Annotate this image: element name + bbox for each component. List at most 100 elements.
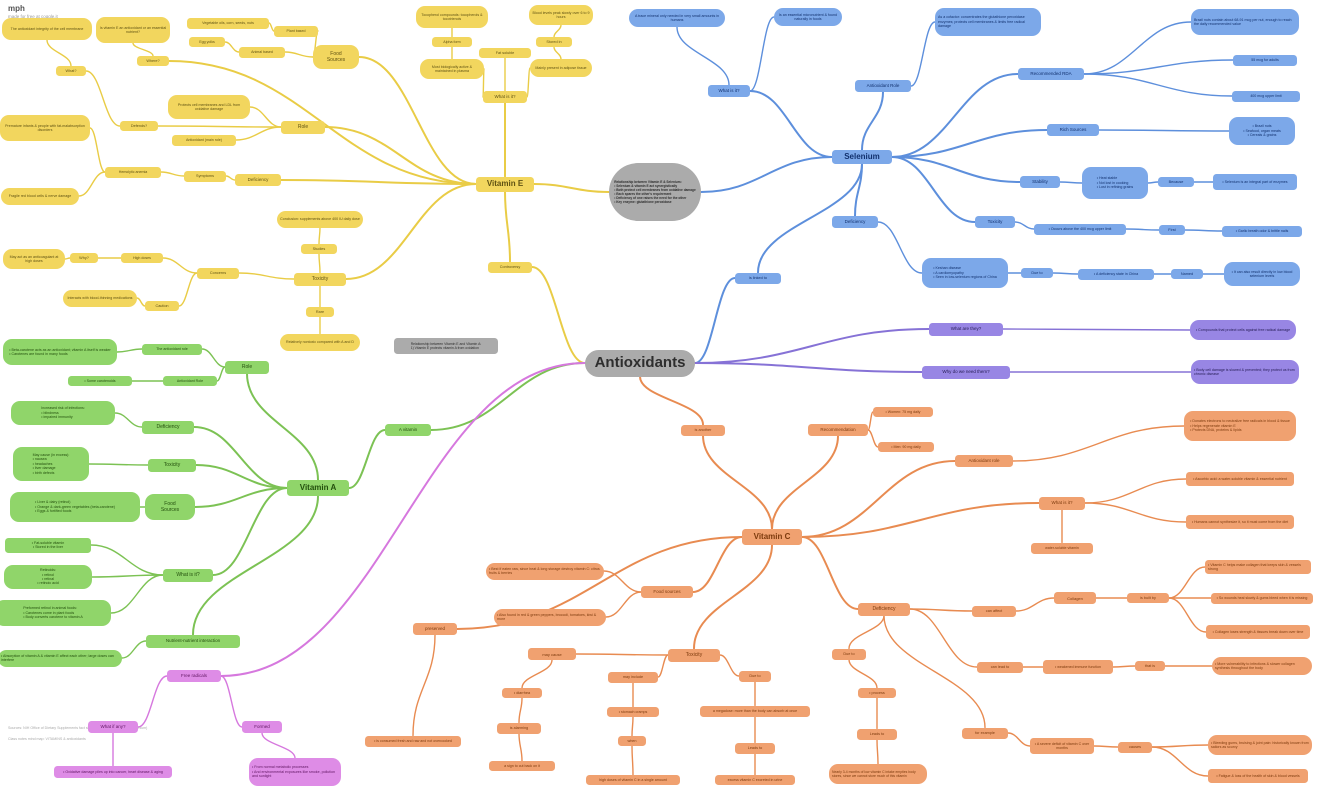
node-gr2[interactable]: • Beta-carotene acts as an antioxidant; … (3, 339, 117, 365)
node-o8[interactable]: • Humans cannot synthesize it, so it mus… (1186, 515, 1294, 529)
node-b25[interactable]: Deficiency (832, 216, 878, 228)
node-yu5[interactable]: Interacts with blood-thinning medication… (63, 289, 137, 307)
node-yu6[interactable]: Caution (145, 301, 179, 311)
node-o12[interactable]: Collagen (1054, 592, 1096, 604)
node-g2[interactable]: Relationship between Vitamin E and Vitam… (394, 338, 498, 354)
node-gf[interactable]: Food Sources (145, 494, 195, 520)
node-b9[interactable]: Brazil nuts contain about 68-91 mcg per … (1191, 9, 1299, 35)
node-y03[interactable]: Is vitamin E an antioxidant or an essent… (96, 17, 170, 43)
node-o27[interactable]: • process (858, 688, 896, 698)
node-b22[interactable]: • A deficiency state in China (1078, 268, 1154, 280)
node-f2n[interactable]: • Oxidative damage piles up into cancer,… (54, 766, 172, 778)
node-y02[interactable]: What? (56, 66, 86, 76)
node-y08[interactable]: Plant based (274, 25, 318, 37)
node-b4[interactable]: Antioxidant Role (855, 80, 911, 92)
node-y18[interactable]: Role (281, 120, 325, 134)
node-or4[interactable]: • More vulnerability to infections & slo… (1212, 657, 1312, 675)
node-gw0[interactable]: Retinoids: • retinol • retinal • retinoi… (4, 565, 92, 589)
node-f4n[interactable]: • From normal metabolic processes • And … (249, 758, 341, 786)
node-y09[interactable]: Food Sources (313, 45, 359, 69)
node-y14[interactable]: Fat soluble (479, 48, 531, 58)
node-or1[interactable]: • Vitamin C helps make collagen that kee… (1205, 560, 1311, 574)
node-y19[interactable]: Protects cell membranes and LDL from oxi… (168, 95, 250, 119)
node-o9[interactable]: water-soluble vitamin (1031, 542, 1093, 554)
node-b3[interactable]: Is an essential micronutrient & found na… (774, 8, 842, 26)
node-yt2[interactable]: Studies (301, 244, 337, 254)
node-gr3[interactable]: Antioxidant Role (163, 376, 217, 386)
node-gr4[interactable]: • Some carotenoids (68, 376, 132, 386)
node-ga[interactable]: A vitamin (385, 424, 431, 436)
node-or3[interactable]: • Collagen loses strength & tissues brea… (1206, 625, 1310, 639)
node-yu2[interactable]: Why? (70, 253, 98, 263)
node-yu1[interactable]: May act as an anticoagulant at high dose… (3, 249, 65, 269)
node-b10[interactable]: Rich Sources (1047, 124, 1099, 136)
node-b23[interactable]: Named (1171, 269, 1203, 279)
node-o40[interactable]: a megadose: more than the body can absor… (700, 705, 810, 717)
node-gn1[interactable]: • Absorption of vitamin A & vitamin E af… (0, 649, 122, 667)
node-o37[interactable]: when (618, 736, 646, 746)
node-o46[interactable]: preserved (413, 623, 457, 635)
node-fr[interactable]: Free radicals (167, 670, 221, 682)
node-o5[interactable]: • Donates electrons to neutralize free r… (1184, 411, 1296, 441)
node-y10[interactable]: What is it? (483, 91, 527, 103)
node-b20[interactable]: • Keshan disease • A cardiomyopathy • Se… (922, 258, 1008, 288)
node-o29[interactable]: Nearly 3-4 months of low vitamin C intak… (829, 764, 927, 784)
node-gw[interactable]: What is it? (163, 568, 213, 582)
node-yt5[interactable]: Relatively nontoxic compared with A and … (280, 333, 360, 351)
node-gf1[interactable]: • Liver & dairy (retinol) • Orange & dar… (10, 492, 140, 522)
node-o45[interactable]: • Also found in red & green peppers, bro… (494, 608, 606, 626)
node-y15[interactable]: Blood levels peak slowly over 6 to 9 hou… (529, 5, 593, 25)
node-o22[interactable]: • A severe deficit of vitamin C over mon… (1030, 738, 1094, 754)
node-o21[interactable]: for example (962, 727, 1008, 739)
node-f1n[interactable]: What if any? (88, 721, 138, 733)
node-o33[interactable]: is alarming (497, 722, 541, 734)
node-o17[interactable]: can lead to (977, 661, 1023, 673)
node-bl[interactable]: is linked to (735, 272, 781, 284)
node-o18[interactable]: • weakened immune function (1043, 660, 1113, 674)
node-p1[interactable]: What are they? (929, 322, 1003, 336)
node-b15[interactable]: • Selenium is an integral part of enzyme… (1213, 174, 1297, 190)
node-o10[interactable]: Deficiency (858, 602, 910, 616)
node-b16[interactable]: Toxicity (975, 216, 1015, 228)
node-y05[interactable]: Vegetable oils, corn, seeds, nuts (187, 17, 269, 29)
node-y12[interactable]: Alpha form (432, 37, 472, 47)
node-o3[interactable]: • Men: 90 mg daily (878, 442, 934, 452)
node-b7[interactable]: 55 mcg for adults (1233, 54, 1297, 66)
node-b5[interactable]: As a cofactor: concentrates the glutathi… (935, 8, 1041, 36)
node-y20[interactable]: Antioxidant (main role) (172, 134, 236, 146)
node-b8[interactable]: 400 mcg upper limit (1232, 90, 1300, 102)
node-o31[interactable]: may cause (528, 648, 576, 660)
node-o4[interactable]: Antioxidant role (955, 455, 1013, 467)
node-o36[interactable]: • stomach cramps (607, 707, 659, 717)
node-gt1[interactable]: May cause (in excess): • nausea • headac… (13, 447, 89, 481)
node-b11[interactable]: • Brazil nuts • Seafood, organ meats • C… (1229, 117, 1295, 145)
node-ax[interactable]: Antioxidants (585, 349, 695, 377)
node-y07[interactable]: Animal based (239, 46, 285, 58)
node-yc[interactable]: Controversy (488, 261, 532, 273)
node-or2[interactable]: • So wounds heal slowly & gums bleed whe… (1211, 592, 1313, 604)
node-y17[interactable]: Mainly present in adipose tissue (530, 59, 592, 77)
node-o30[interactable]: Toxicity (668, 648, 720, 662)
node-o26[interactable]: Due to (832, 648, 866, 660)
node-b1[interactable]: What is it? (708, 85, 750, 97)
node-o44[interactable]: • Best if eaten raw, since heat & long s… (486, 562, 604, 580)
node-f3n[interactable]: Formed (242, 721, 282, 733)
node-p4[interactable]: • Body cell damage is slowed & prevented… (1191, 360, 1299, 384)
node-gn[interactable]: Nutrient-nutrient interaction (146, 634, 240, 648)
node-y13[interactable]: Most biologically active & maintained in… (420, 59, 484, 79)
node-b19[interactable]: • Garlic breath odor & brittle nails (1222, 225, 1302, 237)
node-or5[interactable]: • Bleeding gums, bruising & joint pain: … (1208, 735, 1312, 755)
node-o38[interactable]: high doses of vitamin C in a single amou… (586, 775, 680, 785)
node-o32[interactable]: • diarrhea (502, 688, 542, 698)
node-o43[interactable]: Food sources (641, 586, 693, 598)
node-o11[interactable]: can affect (972, 605, 1016, 617)
node-gd1[interactable]: Increased risk of infections: • blindnes… (11, 401, 115, 425)
node-o1[interactable]: Recommendation (808, 424, 868, 436)
node-o41[interactable]: Leads to (735, 742, 775, 754)
node-o6[interactable]: What is it? (1039, 496, 1085, 510)
node-gr[interactable]: Role (225, 360, 269, 374)
node-o19[interactable]: that is (1135, 661, 1165, 671)
node-b24[interactable]: • It can also result directly in low blo… (1224, 262, 1300, 286)
node-o42[interactable]: excess vitamin C excreted in urine (715, 775, 795, 785)
node-b18[interactable]: First (1159, 225, 1185, 235)
